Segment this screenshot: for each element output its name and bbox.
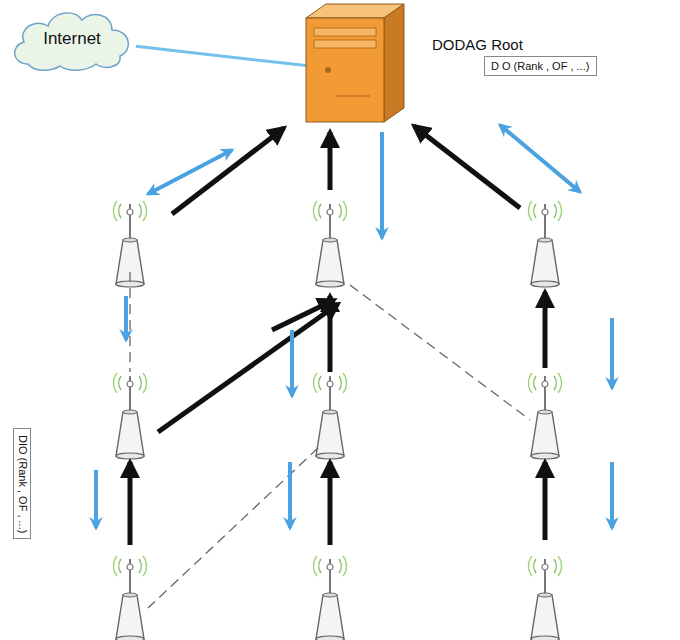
message-label: D O (Rank , OF , ...) xyxy=(484,56,597,76)
message-text: DIO (Rank , OF , ...) xyxy=(17,435,29,533)
message-label: DIO (Rank , OF , ...) xyxy=(13,428,31,539)
message-text: D O (Rank , OF , ...) xyxy=(491,60,589,72)
network-link xyxy=(136,46,306,65)
cloud-label: Internet xyxy=(43,29,101,49)
internet-cloud: Internet xyxy=(8,4,136,74)
node-label: DODAG Root xyxy=(432,36,523,53)
